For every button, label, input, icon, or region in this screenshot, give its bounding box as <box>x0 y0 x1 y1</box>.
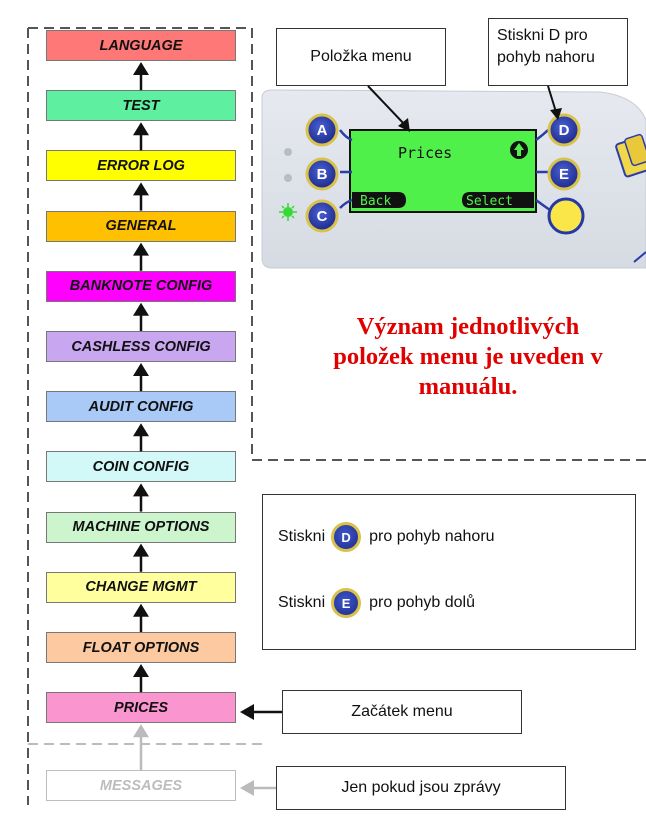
callout-press-d-line1: Stiskni D pro <box>497 27 588 44</box>
menu-item-machine-options: MACHINE OPTIONS <box>46 511 236 543</box>
callout-menu-item: Položka menu <box>276 28 446 86</box>
yellow-enter-button[interactable] <box>547 197 585 235</box>
callout-press-d-line2: pohyb nahoru <box>497 49 595 66</box>
legend-row-up-prefix: Stiskni <box>278 528 326 545</box>
manual-note-line2: položek menu je uveden v <box>333 343 603 370</box>
button-e[interactable]: E <box>547 157 581 191</box>
menu-item-error-log: ERROR LOG <box>46 150 236 182</box>
up-arrow-icon <box>133 62 149 91</box>
button-b[interactable]: B <box>305 157 339 191</box>
menu-item-label: LANGUAGE <box>99 37 183 54</box>
menu-item-prices: PRICES <box>46 692 236 724</box>
menu-item-language: LANGUAGE <box>46 30 236 61</box>
menu-item-label: GENERAL <box>105 218 177 235</box>
callout-menu-start-label: Začátek menu <box>351 703 453 720</box>
svg-text:A: A <box>317 122 328 139</box>
menu-item-label: FLOAT OPTIONS <box>82 639 200 656</box>
up-arrow-icon <box>133 483 149 512</box>
lcd-select-softkey: Select <box>462 192 534 209</box>
callout-menu-start: Začátek menu <box>282 690 522 734</box>
up-arrow-icon <box>133 122 149 151</box>
callout-only-messages: Jen pokud jsou zprávy <box>276 766 566 810</box>
svg-text:C: C <box>317 208 328 225</box>
menu-item-cashless-config: CASHLESS CONFIG <box>46 331 236 362</box>
menu-item-label: MACHINE OPTIONS <box>72 519 210 536</box>
legend-box <box>262 494 636 650</box>
svg-text:Back: Back <box>360 194 391 209</box>
legend-row-down-suffix: pro pohyb dolů <box>369 594 475 611</box>
menu-item-coin-config: COIN CONFIG <box>46 451 236 483</box>
menu-item-label: AUDIT CONFIG <box>88 398 194 415</box>
legend-row-down-prefix: Stiskni <box>278 594 326 611</box>
legend-row-up: Stiskni D pro pohyb nahoru <box>278 522 495 552</box>
callout-press-d: Stiskni D pro pohyb nahoru <box>488 18 628 86</box>
svg-text:D: D <box>559 122 570 139</box>
menu-item-label: CASHLESS CONFIG <box>71 338 211 355</box>
menu-item-audit-config: AUDIT CONFIG <box>46 391 236 423</box>
up-arrow-icon <box>133 302 149 331</box>
menu-item-label: PRICES <box>114 699 168 716</box>
menu-item-float-options: FLOAT OPTIONS <box>46 632 236 663</box>
up-arrow-icon <box>133 543 149 572</box>
menu-item-general: GENERAL <box>46 210 236 242</box>
led-b <box>284 174 292 182</box>
lcd-back-softkey: Back <box>352 192 406 209</box>
button-d[interactable]: D <box>547 113 581 147</box>
up-arrow-icon <box>133 603 149 632</box>
menu-item-change-mgmt: CHANGE MGMT <box>46 571 236 603</box>
menu-item-banknote-config: BANKNOTE CONFIG <box>46 270 236 302</box>
dashed-frame-main <box>28 27 646 461</box>
lcd-title: Prices <box>398 144 452 162</box>
messages-pointer-arrow-icon <box>240 780 254 796</box>
manual-note-line3: manuálu. <box>418 373 518 400</box>
menu-item-label: BANKNOTE CONFIG <box>69 278 213 295</box>
led-a <box>284 148 292 156</box>
button-d-icon: D <box>331 522 362 552</box>
menu-item-label: CHANGE MGMT <box>85 579 197 596</box>
up-arrow-icon <box>133 363 149 392</box>
led-c-active <box>279 203 297 221</box>
up-arrow-icon <box>133 664 149 693</box>
legend-row-down: Stiskni E pro pohyb dolů <box>278 588 475 618</box>
legend-row-up-suffix: pro pohyb nahoru <box>369 528 495 545</box>
menu-item-messages: MESSAGES <box>46 770 236 801</box>
button-c[interactable]: C <box>305 199 339 233</box>
menu-item-label: TEST <box>122 97 160 114</box>
callout-only-messages-label: Jen pokud jsou zprávy <box>341 779 501 796</box>
menu-item-messages-label: MESSAGES <box>99 777 183 794</box>
manual-note: Význam jednotlivých položek menu je uved… <box>290 312 646 402</box>
lcd-up-arrow-icon <box>510 141 528 159</box>
up-arrow-icon <box>133 423 149 452</box>
menu-item-label: ERROR LOG <box>97 157 185 174</box>
card-icon <box>615 133 646 178</box>
start-pointer-arrow-icon <box>240 704 254 720</box>
menu-item-test: TEST <box>46 90 236 122</box>
manual-note-line1: Význam jednotlivých <box>356 313 580 340</box>
svg-text:B: B <box>317 166 328 183</box>
menu-item-label: COIN CONFIG <box>92 458 190 475</box>
up-arrow-icon <box>133 182 149 211</box>
up-arrow-icon <box>133 242 149 271</box>
messages-up-arrow-icon <box>133 724 149 770</box>
svg-text:Select: Select <box>466 194 513 209</box>
button-a[interactable]: A <box>305 113 339 147</box>
callout-menu-item-label: Položka menu <box>310 48 412 65</box>
button-e-icon: E <box>331 588 362 618</box>
svg-text:E: E <box>559 166 569 183</box>
